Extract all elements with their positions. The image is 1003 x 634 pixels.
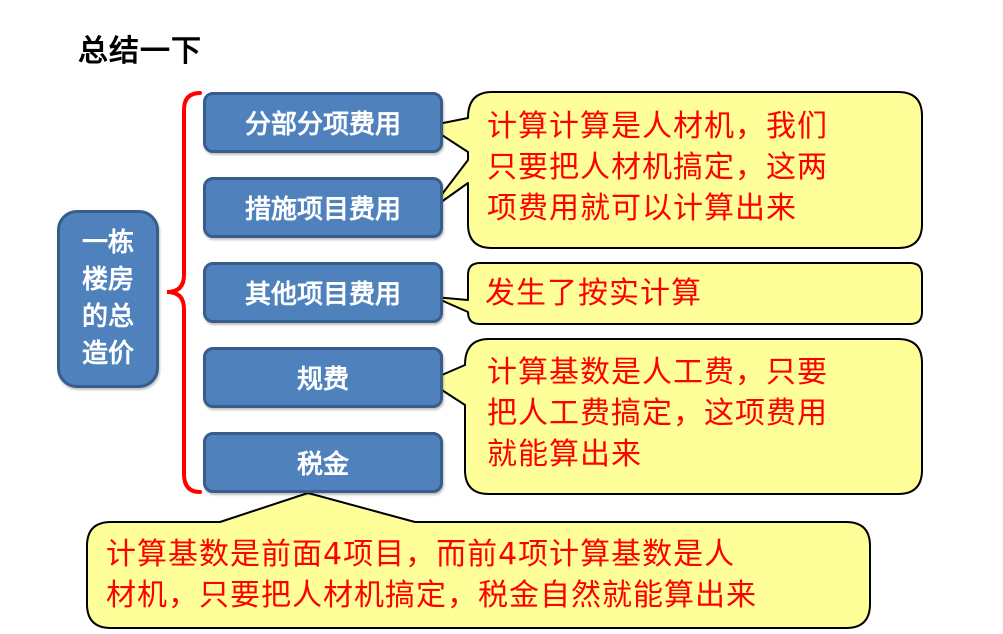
item-box-measures-cost: 措施项目费用 — [203, 177, 443, 238]
callout-4-shape — [86, 492, 871, 629]
item-box-regulatory-fees: 规费 — [203, 347, 443, 408]
callout-3-line-2: 把人工费搞定，这项费用 — [487, 396, 828, 431]
item-box-tax: 税金 — [203, 432, 443, 493]
callout-4-line-1: 计算基数是前面4项目，而前4项计算基数是人 — [106, 537, 736, 572]
callout-2-line-1: 发生了按实计算 — [485, 276, 702, 311]
callout-3-line-3: 就能算出来 — [487, 437, 642, 472]
item-box-subdivision-cost: 分部分项费用 — [203, 92, 443, 153]
callout-3-text: 计算基数是人工费，只要 把人工费搞定，这项费用 就能算出来 — [487, 352, 828, 475]
callout-4-line-2: 材机，只要把人材机搞定，税金自然就能算出来 — [106, 578, 757, 613]
callout-1-shape — [427, 91, 923, 249]
callout-3-line-1: 计算基数是人工费，只要 — [487, 355, 828, 390]
root-node-label: 一栋楼房的总造价 — [81, 228, 134, 369]
callout-1-text: 计算计算是人材机，我们 只要把人材机搞定，这两 项费用就可以计算出来 — [487, 106, 828, 229]
slide-title: 总结一下 — [78, 34, 202, 69]
item-box-other-items-cost: 其他项目费用 — [203, 262, 443, 323]
callout-1-line-1: 计算计算是人材机，我们 — [487, 109, 828, 144]
callout-3-shape — [427, 338, 923, 495]
callout-4-text: 计算基数是前面4项目，而前4项计算基数是人 材机，只要把人材机搞定，税金自然就能… — [106, 534, 757, 616]
callout-1-line-2: 只要把人材机搞定，这两 — [487, 150, 828, 185]
curly-brace-icon — [166, 91, 202, 494]
callout-2-text: 发生了按实计算 — [485, 273, 702, 314]
callout-1-line-3: 项费用就可以计算出来 — [487, 191, 797, 226]
callout-2-shape — [433, 262, 923, 325]
root-node-total-cost: 一栋楼房的总造价 — [57, 210, 159, 388]
